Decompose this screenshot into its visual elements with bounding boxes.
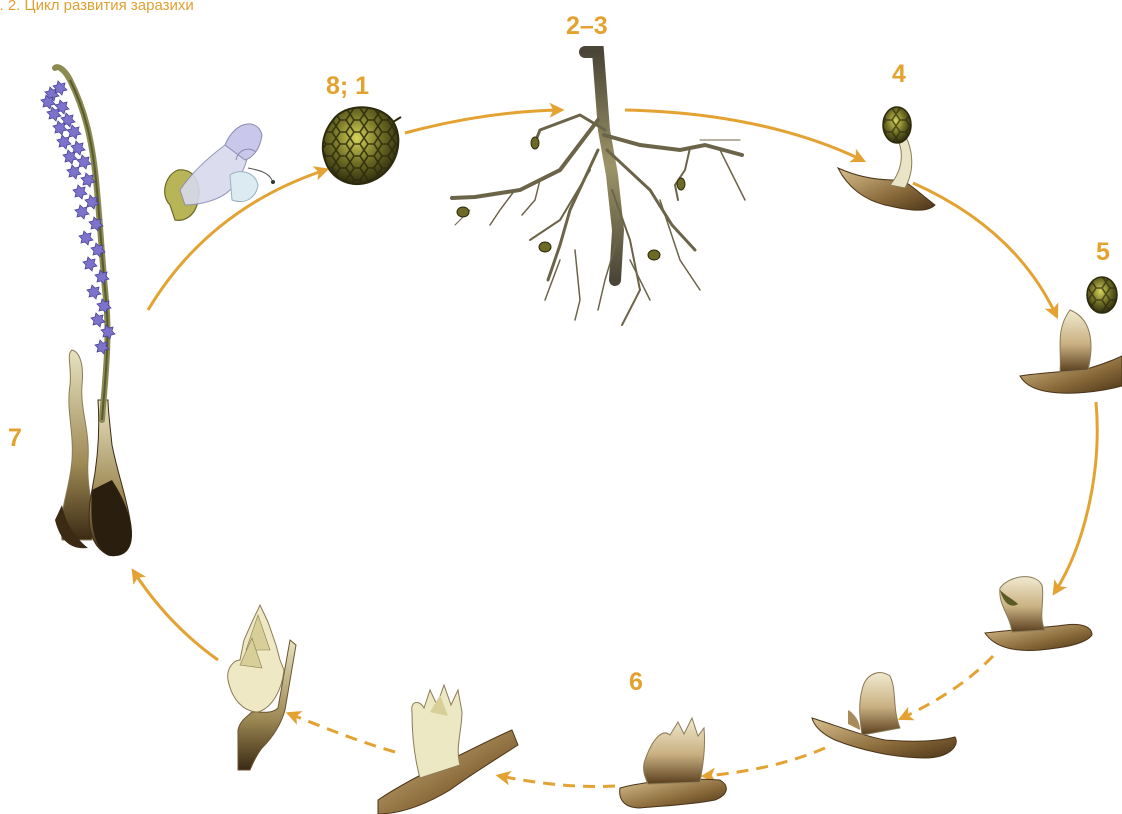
blossom	[63, 150, 77, 164]
blossom	[47, 107, 61, 121]
blossom	[41, 95, 55, 109]
stage-6b-tubercle	[812, 673, 956, 758]
blossom	[81, 173, 95, 187]
blossom	[87, 285, 101, 299]
arrow-germination-to-4	[625, 110, 862, 160]
host-root-illustration	[452, 52, 745, 325]
blossom	[53, 121, 67, 135]
blossom	[83, 257, 97, 271]
blossom	[101, 325, 115, 339]
arrow-seed-to-germination	[405, 110, 560, 133]
stage-6c-tubercle	[620, 718, 727, 808]
arrow-4-to-5	[913, 183, 1056, 315]
seed-illustration	[323, 107, 401, 184]
blossom	[73, 185, 87, 199]
blossom	[57, 135, 71, 149]
blossom	[53, 81, 67, 95]
single-flower	[165, 124, 275, 220]
stage-6e-shoot	[228, 605, 296, 770]
flower-spike	[41, 81, 115, 354]
stage-6a-tubercle	[985, 577, 1092, 651]
blossom	[75, 205, 89, 219]
blossom	[79, 231, 93, 245]
arrow-5-to-tubercle	[1055, 402, 1097, 592]
arrow-dashed-4	[290, 714, 395, 752]
blossom	[91, 313, 105, 327]
stage-5-illustration	[1020, 277, 1122, 393]
blossom	[67, 165, 81, 179]
arrow-dashed-2	[705, 748, 825, 776]
arrow-dashed-1	[902, 656, 993, 718]
stage-4-illustration	[838, 107, 935, 210]
arrow-6-to-7	[134, 572, 218, 660]
arrow-dashed-3	[500, 776, 615, 787]
stage-6d-shoot	[378, 685, 518, 814]
